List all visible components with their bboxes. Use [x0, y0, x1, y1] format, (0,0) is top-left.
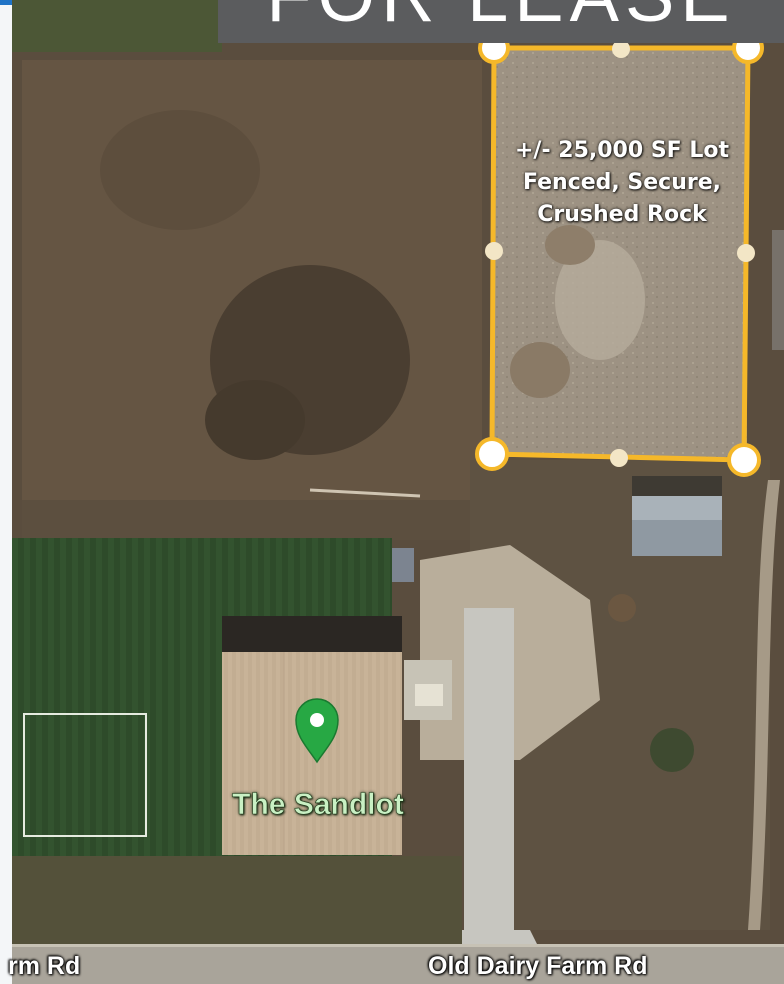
- road-label-left: rm Rd: [8, 952, 81, 980]
- boundary-handle: [727, 443, 761, 477]
- tree-line-top: [12, 0, 222, 52]
- building-shadow: [222, 616, 402, 652]
- boundary-midpoint: [612, 40, 630, 58]
- accent-bar: [0, 0, 12, 5]
- aerial-map: [12, 0, 784, 984]
- location-pin-icon: [295, 698, 339, 764]
- for-lease-banner: FOR LEASE: [218, 0, 784, 43]
- boundary-midpoint: [610, 449, 628, 467]
- lot-size-text: +/- 25,000 SF Lot: [515, 138, 729, 163]
- dirt-track: [748, 480, 780, 930]
- field-lines: [23, 713, 147, 837]
- left-edge-strip: [0, 0, 12, 984]
- lot-description: +/- 25,000 SF Lot Fenced, Secure, Crushe…: [500, 135, 744, 231]
- boundary-midpoint: [737, 244, 755, 262]
- road-label-main: Old Dairy Farm Rd: [428, 952, 648, 980]
- banner-title: FOR LEASE: [218, 0, 784, 36]
- boundary-handle: [475, 437, 509, 471]
- lot-surface-text: Crushed Rock: [537, 202, 707, 227]
- driveway: [464, 608, 514, 938]
- lot-feature-text: Fenced, Secure,: [522, 170, 722, 195]
- boundary-midpoint: [485, 242, 503, 260]
- road: [12, 946, 784, 984]
- place-name-label[interactable]: The Sandlot: [232, 788, 404, 822]
